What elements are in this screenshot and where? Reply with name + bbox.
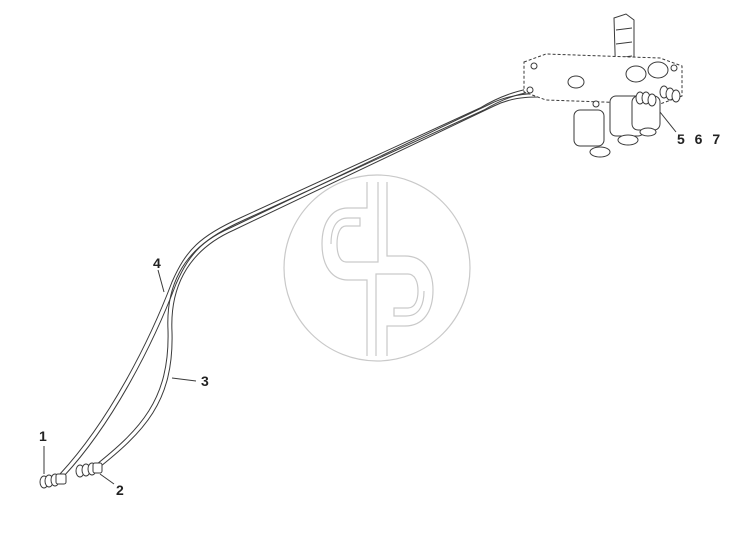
callout-part-3: 3 (201, 373, 209, 389)
fitting-part-2 (75, 462, 103, 478)
hose-assembly (59, 83, 661, 477)
callout-part-2: 2 (116, 482, 124, 498)
leader-lines (43, 111, 677, 485)
callout-part-1: 1 (39, 428, 47, 444)
callout-part-4: 4 (153, 255, 161, 271)
callout-parts-5-6-7: 5 6 7 (677, 131, 724, 147)
valve-assembly (523, 13, 683, 158)
fitting-part-1 (39, 473, 67, 489)
watermark-logo (283, 174, 471, 362)
